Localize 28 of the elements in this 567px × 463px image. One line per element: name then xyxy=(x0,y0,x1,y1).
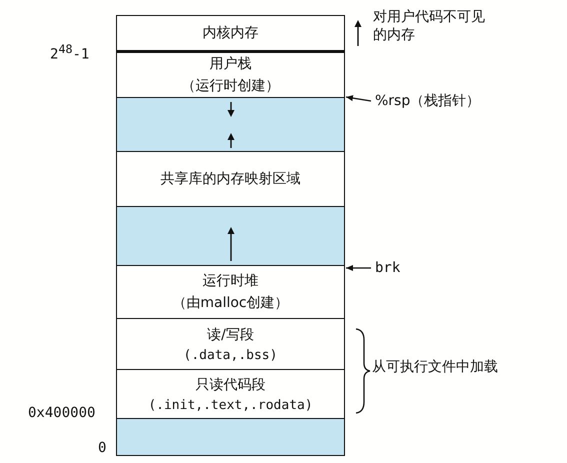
segment-label: （运行时创建） xyxy=(182,77,280,95)
segment-label: 用户栈 xyxy=(210,55,252,73)
segment-label: (.init,.text,.rodata) xyxy=(148,398,313,412)
free-memory-area xyxy=(116,97,345,152)
memory-segment xyxy=(116,318,345,370)
annotation-label: 2$^{48}$-1 xyxy=(50,42,90,63)
segment-label: 只读代码段 xyxy=(196,376,266,394)
segment-label: 内核内存 xyxy=(202,24,258,42)
memory-segment xyxy=(116,265,345,319)
segment-label: (.data,.bss) xyxy=(184,348,278,362)
segment-label: 读/写段 xyxy=(207,326,254,344)
free-memory-area xyxy=(116,206,345,266)
pointer-arrow xyxy=(346,265,371,271)
segment-label: 共享库的内存映射区域 xyxy=(160,170,300,188)
segment-label: 运行时堆 xyxy=(202,272,258,290)
annotation-label: 0 xyxy=(98,440,106,456)
annotation-label: 对用户代码不可见的内存 xyxy=(373,8,485,44)
memory-segment xyxy=(116,15,345,53)
annotation-label: 0x400000 xyxy=(28,405,96,421)
annotation-label: 从可执行文件中加载 xyxy=(372,358,498,376)
pointer-label: %rsp（栈指针） xyxy=(375,91,480,111)
segment-label: （由malloc创建） xyxy=(172,294,289,312)
free-memory-area xyxy=(116,418,345,456)
pointer-label: brk xyxy=(375,258,400,278)
memory-segment xyxy=(116,52,345,98)
memory-segment xyxy=(116,151,345,207)
pointer-arrow xyxy=(346,95,372,102)
memory-segment xyxy=(116,369,345,419)
